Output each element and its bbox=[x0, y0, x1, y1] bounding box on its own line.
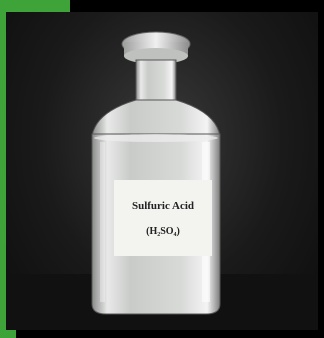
bottle-label: Sulfuric Acid (H₂SO₄) bbox=[114, 180, 212, 256]
green-frame-top bbox=[0, 0, 70, 12]
label-chemical-name: Sulfuric Acid bbox=[131, 199, 195, 212]
bottle-photo: Sulfuric Acid (H₂SO₄) bbox=[6, 12, 318, 330]
label-chemical-formula: (H₂SO₄) bbox=[146, 225, 180, 237]
reagent-bottle-illustration bbox=[6, 31, 318, 330]
